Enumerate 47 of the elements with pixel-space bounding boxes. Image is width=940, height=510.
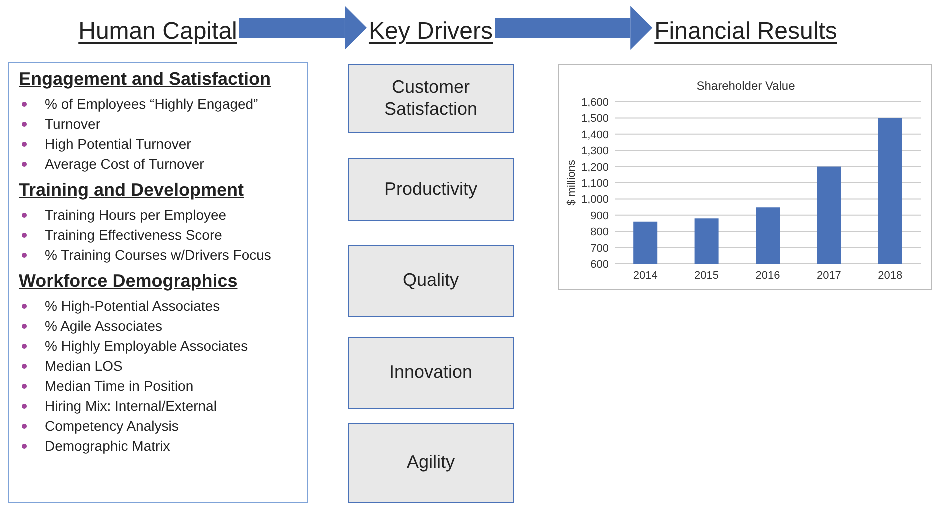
tick-label: 2016 bbox=[756, 270, 780, 282]
tick-label: 1,400 bbox=[581, 129, 609, 142]
block-arrow bbox=[495, 6, 653, 50]
tick-label: 1,000 bbox=[581, 194, 609, 206]
tick-label: 900 bbox=[590, 210, 609, 222]
bullet-item: % Agile Associates bbox=[19, 316, 297, 336]
tick-label: 2017 bbox=[816, 270, 842, 282]
axis-title: $ millions bbox=[566, 160, 578, 206]
chart-title: Shareholder Value bbox=[696, 79, 796, 93]
tick-label: 2015 bbox=[694, 270, 720, 282]
tick-label: 800 bbox=[590, 226, 609, 239]
bullet-item: Training Hours per Employee bbox=[19, 205, 297, 225]
bullet-item: % Highly Employable Associates bbox=[19, 336, 297, 356]
tick-label: 1,600 bbox=[581, 97, 609, 109]
driver-box: Productivity bbox=[348, 158, 514, 221]
column-heading: Financial Results bbox=[654, 4, 838, 46]
tick-label: 1,100 bbox=[581, 178, 609, 190]
section-heading: Training and Development bbox=[19, 180, 246, 201]
section-heading: Workforce Demographics bbox=[19, 271, 239, 292]
bullet-item: Turnover bbox=[19, 114, 297, 134]
bullet-item: % of Employees “Highly Engaged” bbox=[19, 94, 297, 114]
driver-box: Innovation bbox=[348, 337, 514, 409]
column-heading: Human Capital bbox=[78, 4, 238, 46]
tick-label: 2014 bbox=[633, 270, 658, 282]
bullet-item: Training Effectiveness Score bbox=[19, 225, 297, 245]
bullet-item: High Potential Turnover bbox=[19, 134, 297, 154]
driver-box: Agility bbox=[348, 423, 514, 503]
driver-box: Customer Satisfaction bbox=[348, 64, 514, 133]
column-heading: Key Drivers bbox=[368, 4, 494, 46]
bullet-item: Median Time in Position bbox=[19, 376, 297, 396]
driver-box: Quality bbox=[348, 245, 514, 317]
bullet-item: Hiring Mix: Internal/External bbox=[19, 396, 297, 416]
bullet-item: Demographic Matrix bbox=[19, 436, 297, 456]
tick-label: 1,300 bbox=[581, 146, 609, 158]
block-arrow bbox=[239, 6, 367, 50]
tick-label: 2018 bbox=[878, 270, 903, 282]
bullet-item: % High-Potential Associates bbox=[19, 296, 297, 316]
section-heading: Engagement and Satisfaction bbox=[19, 69, 272, 90]
bullet-item: Average Cost of Turnover bbox=[19, 154, 297, 174]
tick-label: 700 bbox=[590, 242, 609, 255]
bullet-item: % Training Courses w/Drivers Focus bbox=[19, 245, 297, 265]
tick-label: 600 bbox=[590, 259, 609, 271]
bullet-item: Competency Analysis bbox=[19, 416, 297, 436]
bullet-item: Median LOS bbox=[19, 356, 297, 376]
metrics-panel bbox=[8, 62, 308, 503]
tick-label: 1,500 bbox=[581, 113, 609, 126]
tick-label: 1,200 bbox=[581, 162, 609, 174]
